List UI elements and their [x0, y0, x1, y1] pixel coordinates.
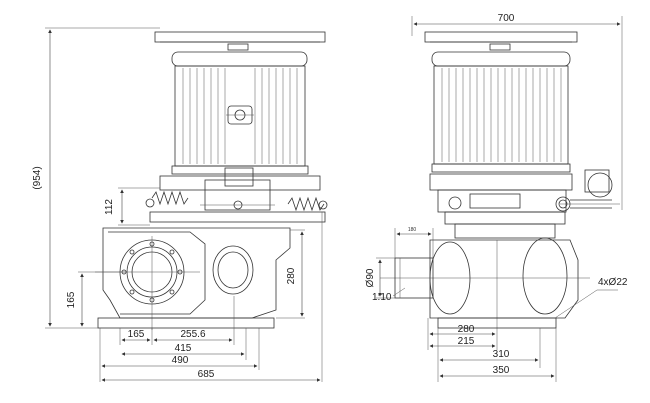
outlet-port: [212, 245, 254, 295]
taper-label: 1:10: [372, 292, 392, 303]
side-view: (954) 112 165 280 165: [32, 27, 328, 382]
front-dimensions: 180 Ø90 1:10 4xØ22 280 215: [365, 227, 628, 382]
pump-body-front: [380, 223, 590, 330]
dim-180: 180: [408, 227, 417, 233]
motor-front: [431, 51, 571, 173]
dim-diameter-90: Ø90: [365, 268, 376, 287]
actuator-front: [429, 169, 620, 225]
coupling-assembly: [145, 167, 328, 223]
dim-215: 215: [458, 336, 475, 347]
dim-415: 415: [175, 343, 192, 354]
dim-490: 490: [172, 355, 189, 366]
base-front: [437, 317, 557, 329]
dim-310: 310: [493, 349, 510, 360]
dim-165-horizontal: 165: [128, 329, 145, 340]
dim-954: (954): [32, 166, 43, 189]
top-plate: [154, 31, 326, 43]
spring-left: [145, 190, 189, 208]
dim-280-front: 280: [458, 324, 475, 335]
inlet-pipe: [394, 257, 434, 299]
dim-255-6: 255.6: [180, 329, 205, 340]
base-plate: [97, 317, 275, 329]
dim-350: 350: [493, 365, 510, 376]
dim-700: 700: [498, 13, 515, 24]
dim-112: 112: [104, 199, 115, 215]
bolts-label: 4xØ22: [598, 277, 628, 288]
dim-280-vertical: 280: [286, 267, 297, 284]
spring-right: [287, 196, 328, 212]
motor: [171, 51, 309, 175]
gearbox-body: [95, 227, 291, 330]
dim-685: 685: [198, 369, 215, 380]
side-dimensions: (954) 112 165 280 165: [32, 27, 323, 382]
dim-165-vertical: 165: [66, 291, 77, 308]
front-view: 700: [365, 13, 628, 382]
